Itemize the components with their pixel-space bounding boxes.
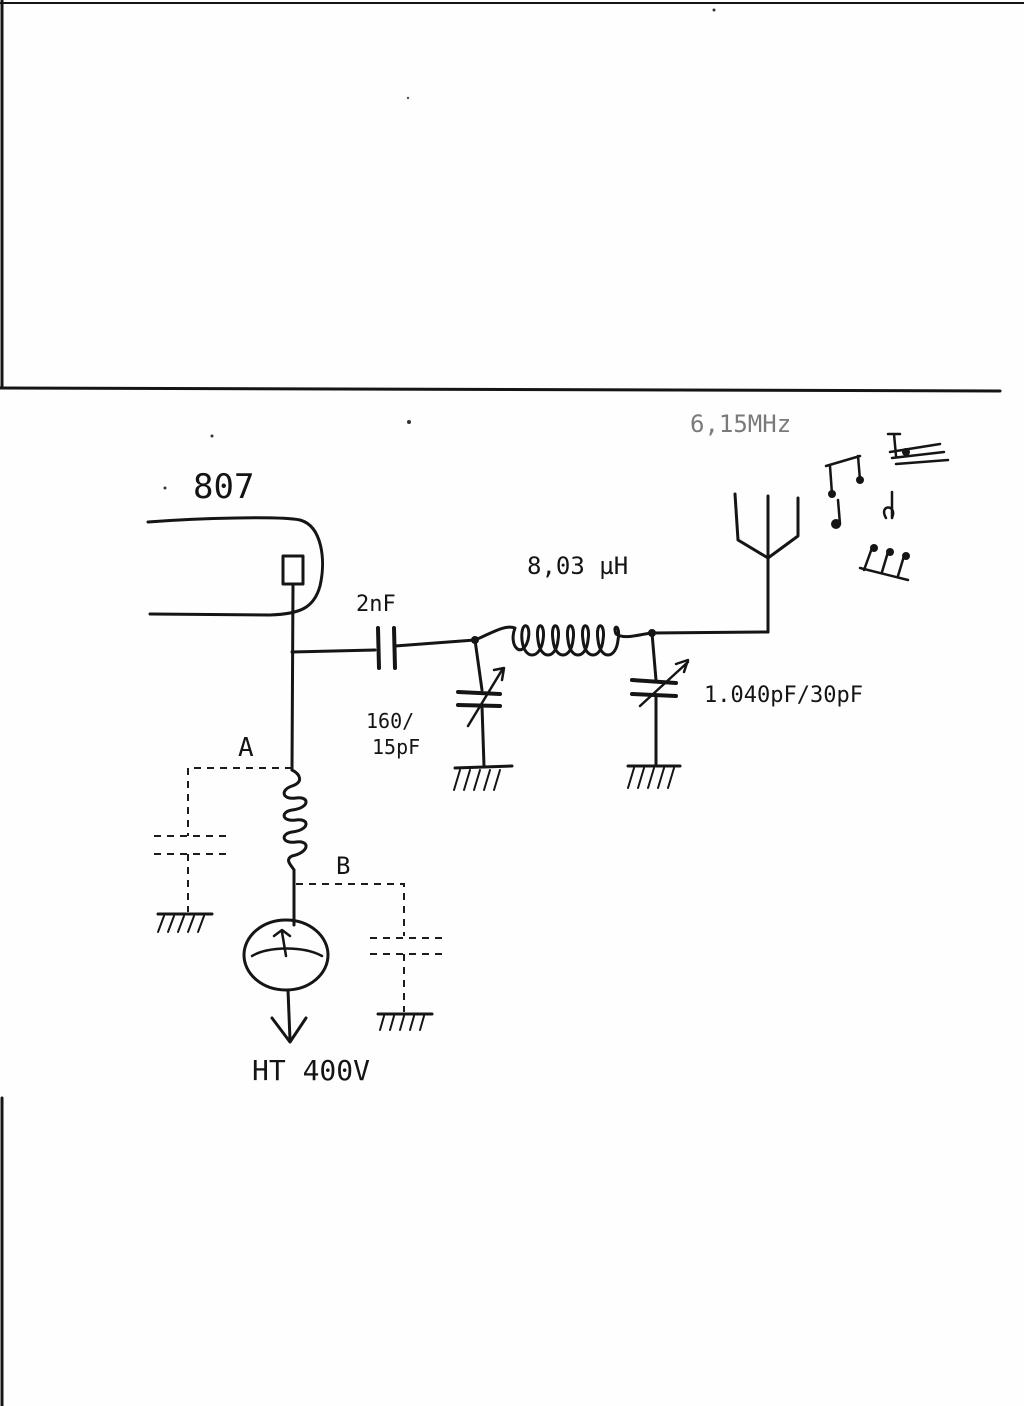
node-a-label: A xyxy=(238,733,254,763)
antenna-feed xyxy=(650,556,770,635)
bypass-capacitor-b: B xyxy=(296,852,446,1031)
ground-icon xyxy=(453,764,514,791)
load-capacitor: 1.040pF/30pF xyxy=(630,631,863,766)
bypass-capacitor-a: A xyxy=(154,733,292,933)
paper-specks xyxy=(163,8,716,490)
inductor-label: 8,03 µH xyxy=(527,552,628,580)
load-cap-label: 1.040pF/30pF xyxy=(704,683,863,708)
frequency-label: 6,15MHz xyxy=(690,410,791,438)
tank-inductor: 8,03 µH xyxy=(473,552,654,657)
anode-wire xyxy=(290,583,377,772)
music-notes-icon xyxy=(824,432,950,582)
tune-cap-line1: 160/ xyxy=(366,709,414,733)
node-b-label: B xyxy=(336,852,350,880)
ground-icon xyxy=(626,764,682,789)
anode-plate xyxy=(281,554,305,586)
antenna-icon: 6,15MHz xyxy=(690,410,800,560)
rf-choke xyxy=(282,768,308,927)
tube-label: 807 xyxy=(193,467,254,507)
supply-label: HT 400V xyxy=(252,1054,370,1087)
tune-cap-label: 160/ 15pF xyxy=(366,709,426,759)
supply-arrow-icon: HT 400V xyxy=(252,988,370,1087)
coupling-capacitor: 2nF xyxy=(356,592,477,670)
coupling-cap-label: 2nF xyxy=(356,592,396,617)
tube-807: 807 xyxy=(146,467,324,617)
meter-icon xyxy=(242,918,330,992)
tune-cap-line2: 15pF xyxy=(372,735,420,759)
tune-capacitor: 160/ 15pF xyxy=(366,638,506,768)
